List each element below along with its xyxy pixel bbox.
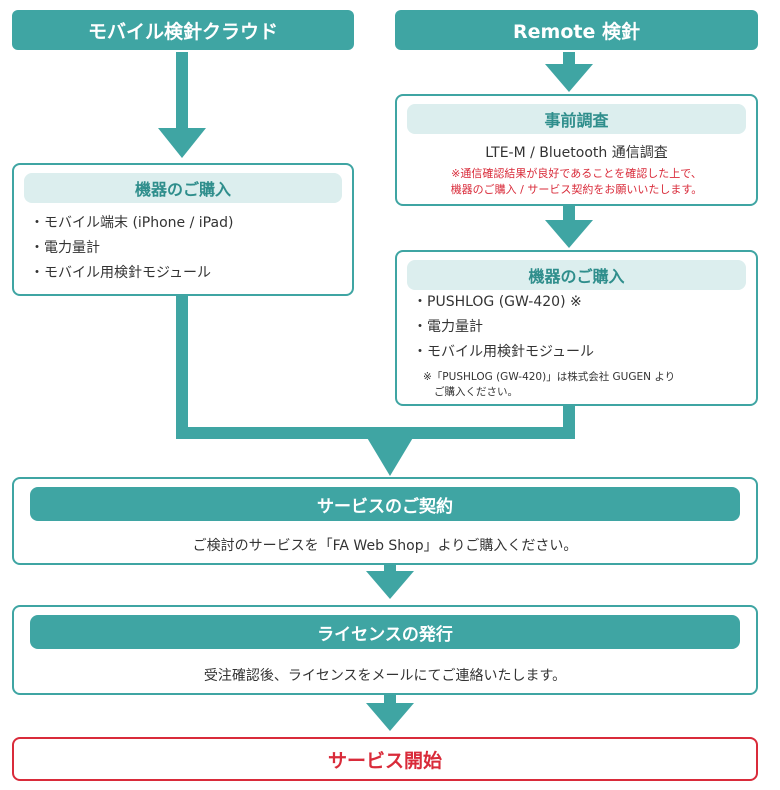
left-header-title: モバイル検針クラウド <box>87 20 278 43</box>
list-item: モバイル用検針モジュール <box>413 340 743 365</box>
survey-note-line2: 機器のご購入 / サービス契約をお願いいたします。 <box>450 183 703 196</box>
contract-title: サービスのご契約 <box>317 496 453 517</box>
license-box: ライセンスの発行 受注確認後、ライセンスをメールにてご連絡いたします。 <box>12 605 758 695</box>
service-start-box: サービス開始 <box>12 737 758 781</box>
survey-body: LTE-M / Bluetooth 通信調査 <box>485 145 668 161</box>
license-title: ライセンスの発行 <box>317 624 453 645</box>
right-purchase-title: 機器のご購入 <box>528 267 625 286</box>
survey-note-line1: ※通信確認結果が良好であることを確認した上で、 <box>451 167 702 180</box>
right-header-remote: Remote 検針 <box>395 10 758 50</box>
list-item: 電力量計 <box>30 236 350 261</box>
list-item: モバイル端末 (iPhone / iPad) <box>30 211 350 236</box>
left-purchase-header: 機器のご購入 <box>24 173 342 203</box>
list-item: モバイル用検針モジュール <box>30 261 350 286</box>
merge-arrow <box>366 436 414 476</box>
right-purchase-note: ※「PUSHLOG (GW-420)」は株式会社 GUGEN より ご購入くださ… <box>423 370 753 400</box>
left-arrow <box>158 128 206 158</box>
survey-note: ※通信確認結果が良好であることを確認した上で、 機器のご購入 / サービス契約を… <box>397 166 756 198</box>
right-purchase-header: 機器のご購入 <box>407 260 746 290</box>
license-header: ライセンスの発行 <box>30 615 740 649</box>
license-body: 受注確認後、ライセンスをメールにてご連絡いたします。 <box>203 668 567 684</box>
arrow-3 <box>366 571 414 599</box>
right-purchase-note-line1: ※「PUSHLOG (GW-420)」は株式会社 GUGEN より <box>423 371 676 383</box>
survey-header: 事前調査 <box>407 104 746 134</box>
left-stem <box>176 52 188 132</box>
contract-box: サービスのご契約 ご検討のサービスを「FA Web Shop」よりご購入ください… <box>12 477 758 565</box>
right-arrow-1 <box>545 64 593 92</box>
left-purchase-list: モバイル端末 (iPhone / iPad) 電力量計 モバイル用検針モジュール <box>30 211 350 286</box>
right-arrow-2 <box>545 220 593 248</box>
survey-box: 事前調査 LTE-M / Bluetooth 通信調査 ※通信確認結果が良好であ… <box>395 94 758 206</box>
service-start-title: サービス開始 <box>327 749 442 772</box>
contract-body: ご検討のサービスを「FA Web Shop」よりご購入ください。 <box>192 538 578 554</box>
right-purchase-box: 機器のご購入 PUSHLOG (GW-420) ※ 電力量計 モバイル用検針モジ… <box>395 250 758 406</box>
right-header-title: Remote 検針 <box>513 20 640 43</box>
right-purchase-note-line2: ご購入ください。 <box>434 386 518 398</box>
left-purchase-title: 機器のご購入 <box>134 180 231 199</box>
left-header-mobile-cloud: モバイル検針クラウド <box>12 10 354 50</box>
list-item: 電力量計 <box>413 315 743 340</box>
left-merge-line <box>176 296 188 439</box>
list-item: PUSHLOG (GW-420) ※ <box>413 290 743 315</box>
arrow-4 <box>366 703 414 731</box>
left-purchase-box: 機器のご購入 モバイル端末 (iPhone / iPad) 電力量計 モバイル用… <box>12 163 354 296</box>
merge-horizontal <box>176 427 575 439</box>
contract-header: サービスのご契約 <box>30 487 740 521</box>
right-purchase-list: PUSHLOG (GW-420) ※ 電力量計 モバイル用検針モジュール <box>413 290 743 365</box>
survey-title: 事前調査 <box>544 111 609 130</box>
